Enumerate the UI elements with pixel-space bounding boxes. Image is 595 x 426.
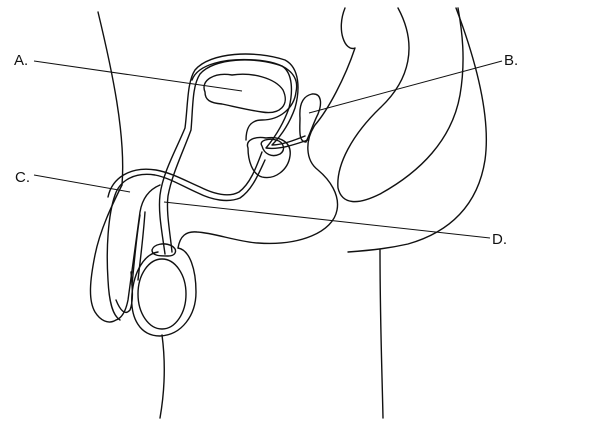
vas-deferens-outer bbox=[158, 53, 306, 255]
leader-line-d bbox=[163, 201, 491, 239]
organs bbox=[89, 53, 322, 337]
leader-line-b bbox=[308, 60, 503, 114]
seminal-vesicle bbox=[299, 93, 322, 143]
prostate bbox=[246, 136, 291, 179]
label-a: A. bbox=[14, 52, 29, 69]
vas-deferens-inner bbox=[166, 59, 309, 253]
urethra-outer bbox=[106, 159, 266, 321]
label-c: C. bbox=[15, 169, 30, 186]
penis-shaft bbox=[89, 184, 161, 323]
glans bbox=[115, 271, 134, 314]
corpus-inner bbox=[137, 211, 146, 281]
corpus-line bbox=[131, 214, 141, 286]
thigh-back-line bbox=[379, 249, 384, 419]
label-d: D. bbox=[492, 231, 507, 248]
label-b: B. bbox=[504, 52, 519, 69]
prostate-inner bbox=[260, 138, 285, 157]
inner-thigh bbox=[159, 334, 165, 419]
leader-line-c bbox=[33, 174, 131, 193]
rectum-outline bbox=[337, 7, 464, 203]
scrotum bbox=[131, 247, 197, 337]
bladder bbox=[203, 73, 286, 114]
urethra-inner bbox=[107, 151, 263, 198]
leader-line-a bbox=[33, 60, 243, 92]
abdomen-front bbox=[97, 11, 124, 186]
leader-lines bbox=[33, 60, 503, 239]
back-outline bbox=[347, 7, 488, 253]
epididymis bbox=[151, 243, 177, 257]
perineum-contour bbox=[177, 7, 356, 249]
body-outline bbox=[97, 7, 488, 419]
testis bbox=[137, 258, 187, 330]
